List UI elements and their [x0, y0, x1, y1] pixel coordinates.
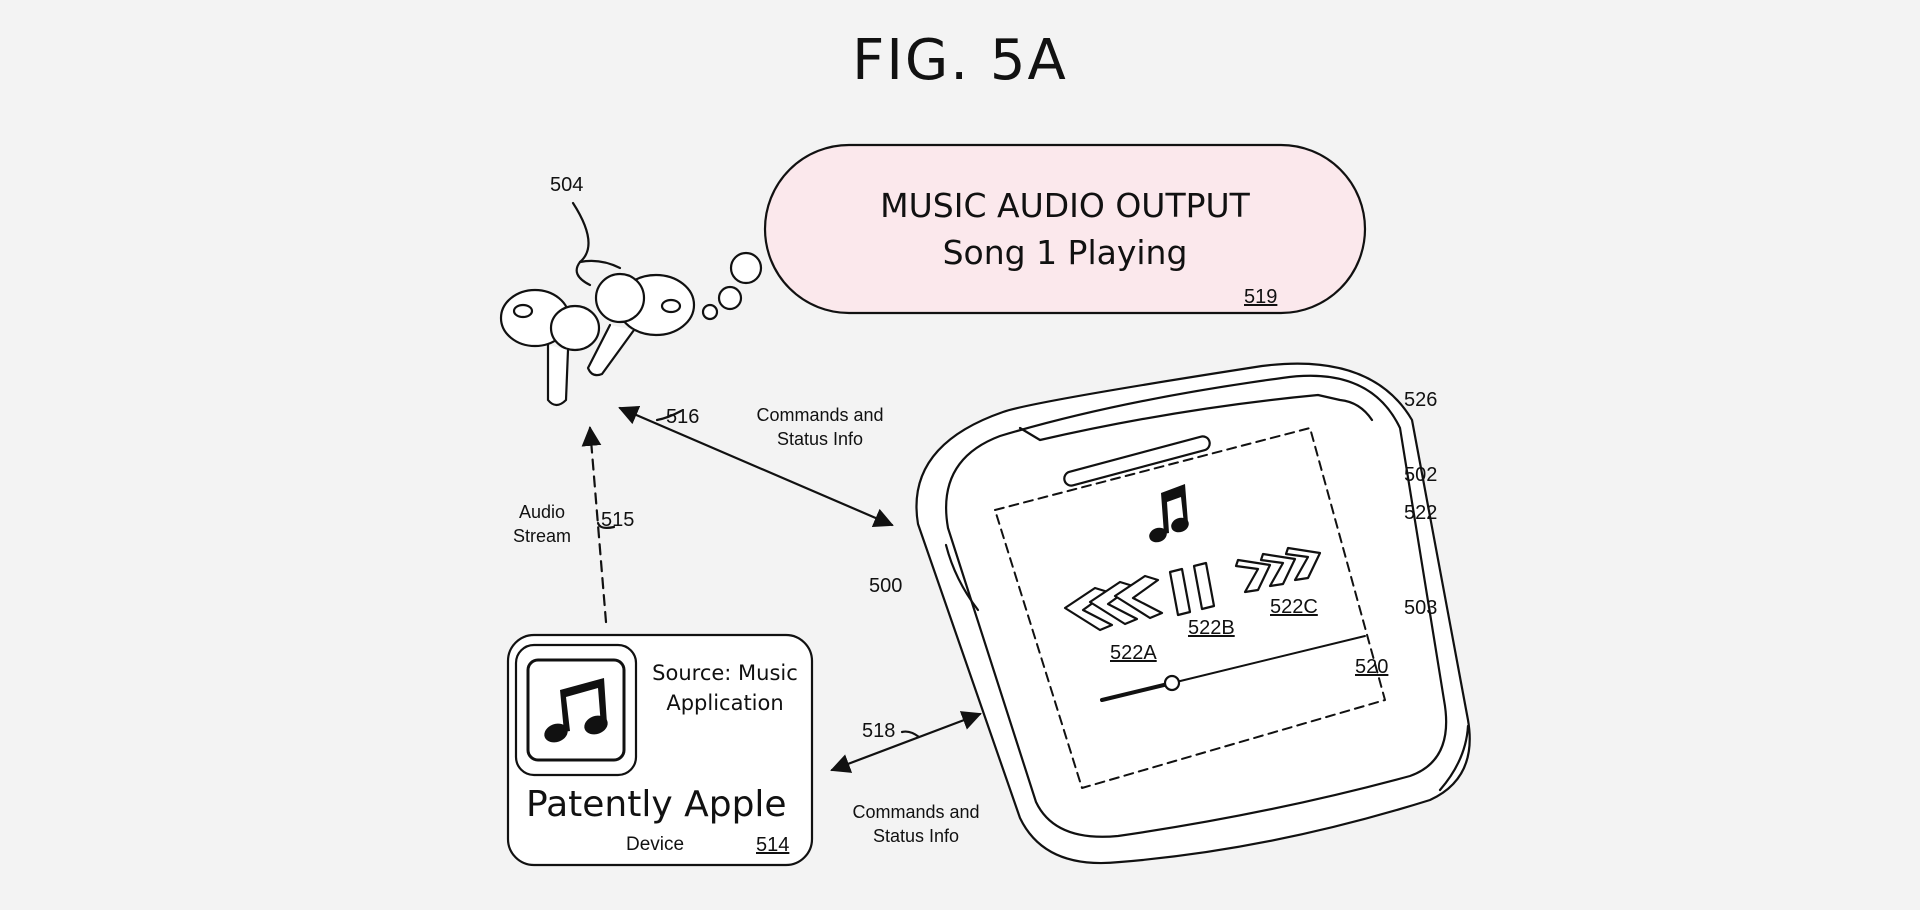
device-label: Device [626, 834, 685, 855]
ref-522: 522 [1404, 502, 1438, 524]
ref-500: 500 [869, 575, 903, 597]
ref-519: 519 [1244, 286, 1278, 308]
commands-label-bottom: Commands and Status Info [836, 800, 996, 849]
fast-forward-icon [1234, 546, 1322, 594]
bubble-text: MUSIC AUDIO OUTPUT Song 1 Playing [765, 183, 1365, 277]
ref-503: 503 [1404, 597, 1438, 619]
earbuds-drawing [499, 201, 696, 407]
ref-526: 526 [1404, 389, 1438, 411]
ref-522C: 522C [1270, 596, 1318, 618]
commands-arrow-bottom [830, 711, 982, 773]
device-source-label: Source: Music Application [650, 658, 800, 719]
audio-line-1: Audio [518, 502, 566, 522]
ref-515: 515 [601, 509, 635, 531]
ref-504: 504 [550, 174, 584, 196]
ref-520: 520 [1355, 656, 1389, 678]
music-note-icon [544, 678, 608, 743]
ref-522B: 522B [1188, 617, 1235, 639]
commands-bottom-line-2: Status Info [872, 826, 960, 847]
commands-top-line-2: Status Info [776, 429, 864, 450]
charging-case-drawing [915, 362, 1471, 865]
speech-bubble [701, 143, 1367, 321]
music-note-icon [1149, 484, 1189, 543]
device-source-line-2: Application [666, 691, 784, 716]
audio-stream-arrow [581, 426, 608, 624]
bubble-line-2: Song 1 Playing [942, 232, 1188, 272]
playback-slider [1100, 635, 1366, 702]
audio-stream-label: Audio Stream [502, 500, 582, 549]
commands-bottom-line-1: Commands and [852, 802, 980, 822]
commands-label-top: Commands and Status Info [740, 403, 900, 452]
ref-516: 516 [666, 406, 700, 428]
ref-502: 502 [1404, 464, 1438, 486]
ref-514: 514 [756, 834, 790, 856]
commands-top-line-1: Commands and [756, 405, 884, 425]
figure-title: FIG. 5A [852, 28, 1068, 93]
ref-518: 518 [862, 720, 896, 742]
bubble-line-1: MUSIC AUDIO OUTPUT [880, 186, 1250, 225]
device-brand: Patently Apple [526, 784, 787, 825]
audio-line-2: Stream [512, 526, 572, 547]
device-source-line-1: Source: Music [652, 661, 798, 685]
ref-522A: 522A [1110, 642, 1157, 664]
pause-icon [1168, 561, 1216, 617]
rewind-icon [1063, 574, 1164, 632]
commands-arrow-top [618, 405, 894, 528]
source-device-drawing [506, 633, 814, 867]
